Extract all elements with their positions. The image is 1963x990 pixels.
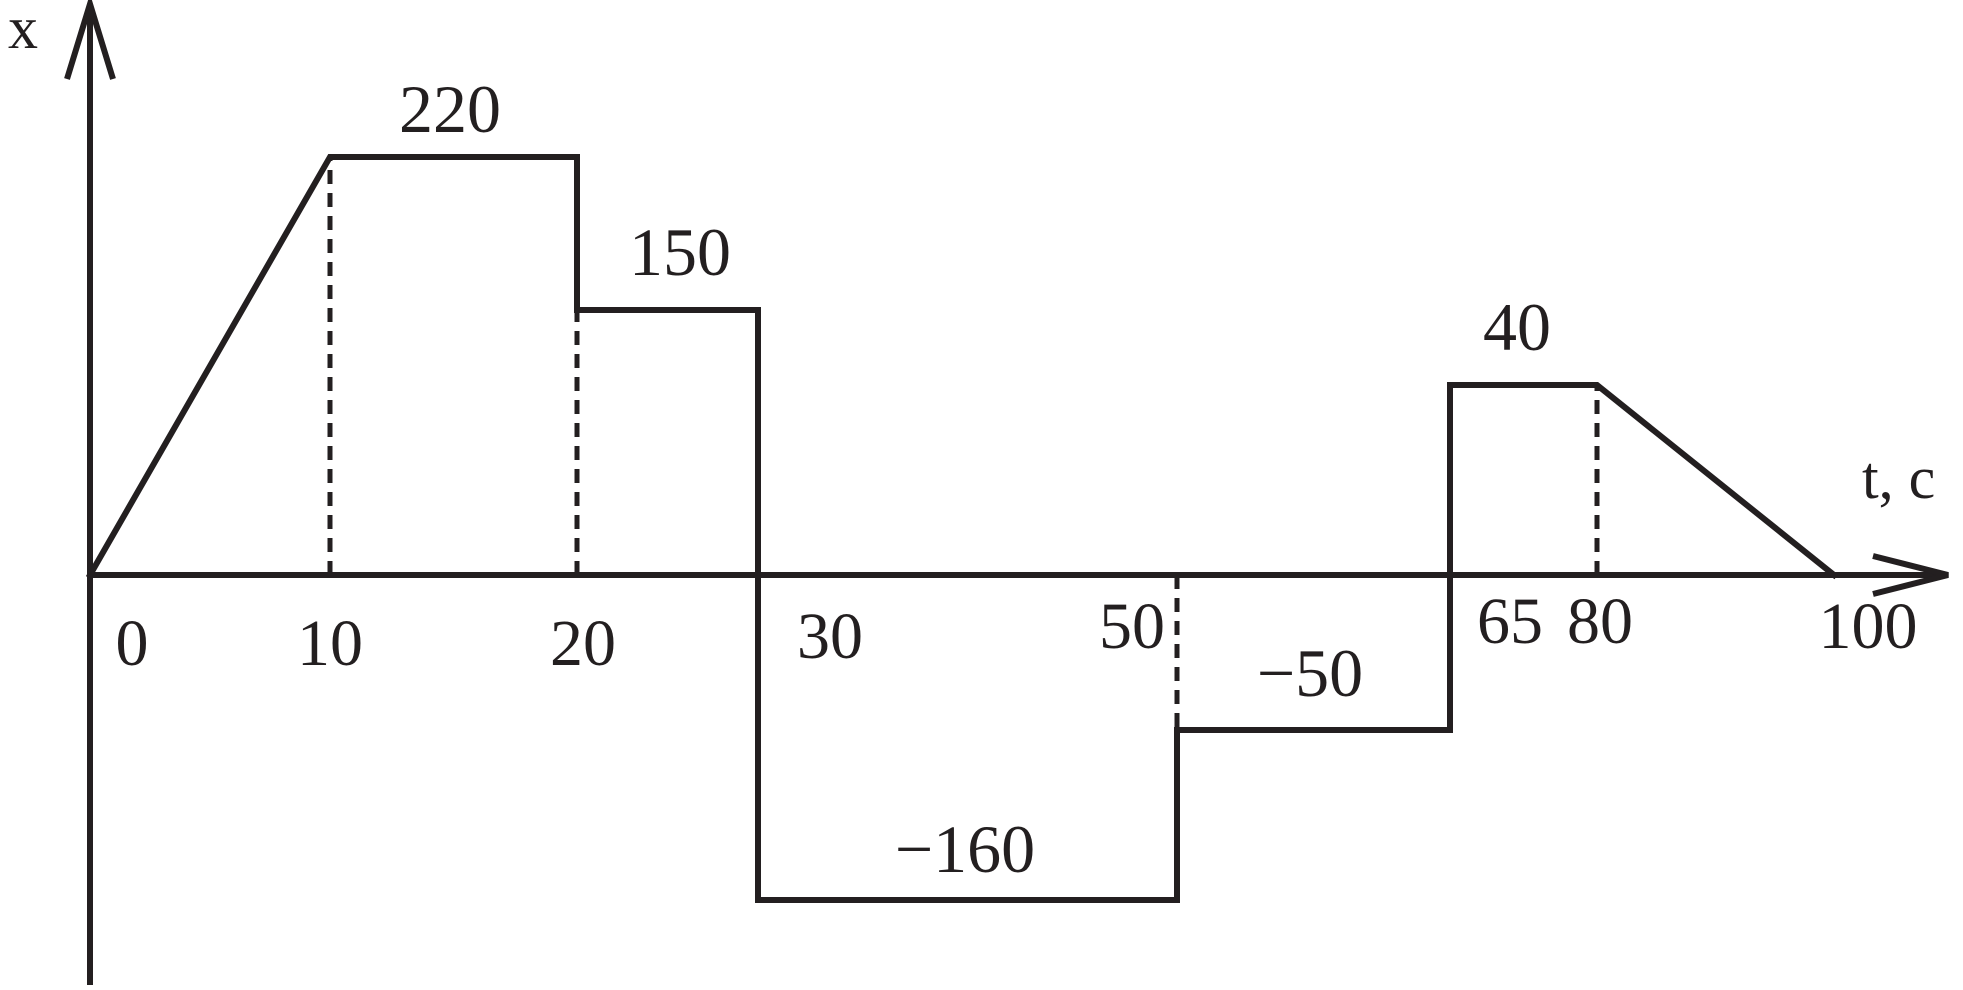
series-line [85,154,1839,903]
segment-value-label: 220 [399,71,501,147]
x-tick-label: 0 [116,607,149,680]
x-tick-label: 10 [297,607,363,680]
x-axis-label: t, c [1862,445,1935,511]
segment-value-label: 150 [629,214,731,290]
y-axis-arrowhead [64,0,116,80]
x-tick-label: 80 [1567,585,1633,658]
axes [64,0,1949,985]
x-tick-labels: 0 10 20 30 50 65 80 100 [116,585,1918,680]
segment-value-label: 40 [1483,289,1551,365]
dashed-guides [327,157,1600,730]
x-tick-label: 20 [550,607,616,680]
x-tick-label: 50 [1099,590,1165,663]
x-tick-label: 100 [1819,590,1918,663]
x-axis-arrowhead [1872,553,1949,597]
segment-value-label: −50 [1257,635,1363,711]
segment-value-label: −160 [895,811,1035,887]
value-labels: 220 150 −160 −50 40 [399,71,1551,887]
y-axis-label: x [8,0,38,61]
x-tick-label: 30 [797,600,863,673]
x-tick-label: 65 [1477,585,1543,658]
